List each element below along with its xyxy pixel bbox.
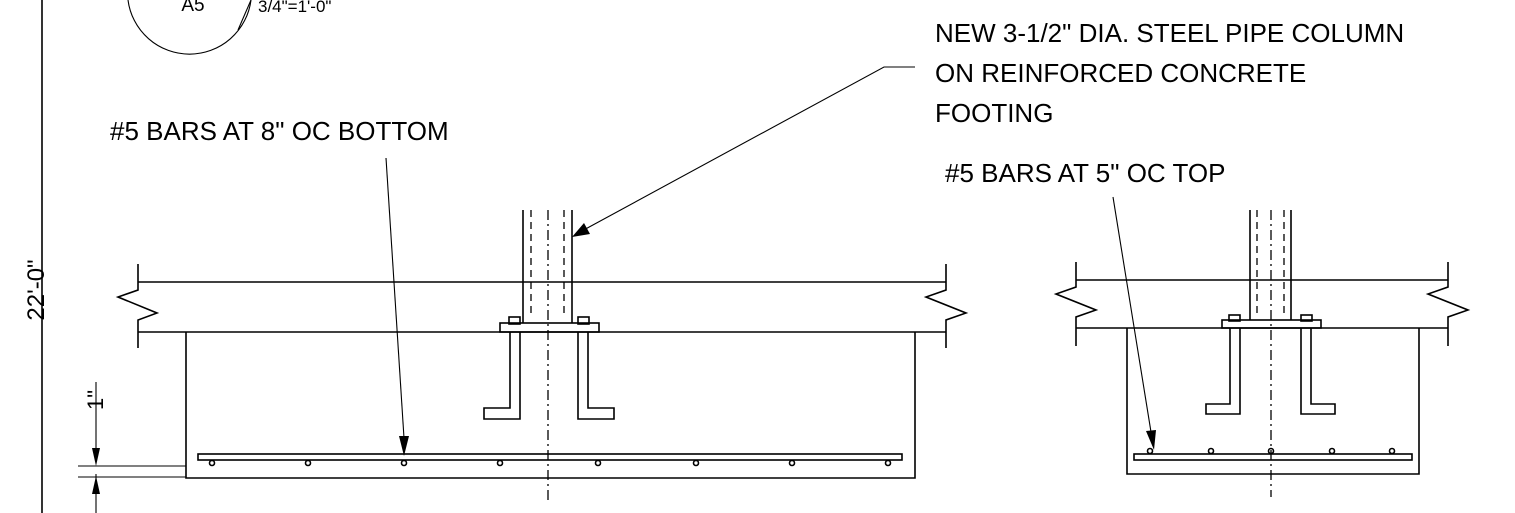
cover-dim-arrow-up [92,476,100,494]
rebar-dot [594,459,602,467]
detail-tag-id: A5 [181,0,204,16]
bottom-rebar-dots [208,459,892,467]
anchor-bolt-left [483,332,521,420]
rebar-dot [208,459,216,467]
anchor-bolt-right [1300,328,1336,415]
base-plate [499,322,600,333]
cover-dimension: 1" [78,382,186,513]
secondary-footing [1053,210,1471,497]
column-note-leader [579,66,915,233]
overall-dimension-label: 22'-0" [23,259,50,320]
bottom-bars-leader [385,157,405,439]
rebar-dot [1146,447,1154,455]
column-note: NEW 3-1/2" DIA. STEEL PIPE COLUMN ON REI… [572,18,1404,237]
footing-outline [185,332,916,479]
anchor-nut-left [1228,314,1241,322]
rebar-dot [1328,447,1336,455]
bottom-bars-note-text: #5 BARS AT 8" OC BOTTOM [110,116,449,146]
rebar-dot [496,459,504,467]
anchor-nut-left [508,316,521,325]
rebar-dot [1388,447,1396,455]
top-bars-note: #5 BARS AT 5" OC TOP [945,158,1225,450]
rebar-dot [788,459,796,467]
bottom-rebar [197,453,903,461]
slab-break-right [923,264,969,348]
top-bars-leader [1112,196,1152,433]
cover-dim-arrow-down [92,448,100,466]
rebar-dot [400,459,408,467]
column-note-arrowhead [572,223,590,237]
top-rebar [1133,453,1413,461]
detail-tag-scale: 3/4"=1'-0" [258,0,331,16]
main-footing [115,210,969,500]
rebar-dot [692,459,700,467]
slab-break-left [1053,262,1099,346]
anchor-bolt-left [1205,328,1241,415]
footing-outline [1126,328,1420,475]
anchor-nut-right [1300,314,1313,322]
anchor-nut-right [577,316,590,325]
top-bars-arrowhead [1146,430,1156,450]
bottom-bars-note: #5 BARS AT 8" OC BOTTOM [110,116,449,456]
top-rebar-dots [1146,447,1396,455]
detail-tag-circle [127,0,252,55]
rebar-dot [304,459,312,467]
slab-break-left [115,264,160,348]
column-note-line-2: ON REINFORCED CONCRETE [935,58,1306,88]
column-note-line-3: FOOTING [935,98,1053,128]
detail-tag-divider [237,0,252,31]
detail-tag: A5 3/4"=1'-0" [127,0,331,55]
rebar-dot [1207,447,1215,455]
column-note-line-1: NEW 3-1/2" DIA. STEEL PIPE COLUMN [935,18,1404,48]
rebar-dot [884,459,892,467]
top-bars-note-text: #5 BARS AT 5" OC TOP [945,158,1225,188]
anchor-bolt-right [577,332,615,420]
bottom-bars-arrowhead [399,436,409,456]
slab-break-right [1425,262,1471,346]
